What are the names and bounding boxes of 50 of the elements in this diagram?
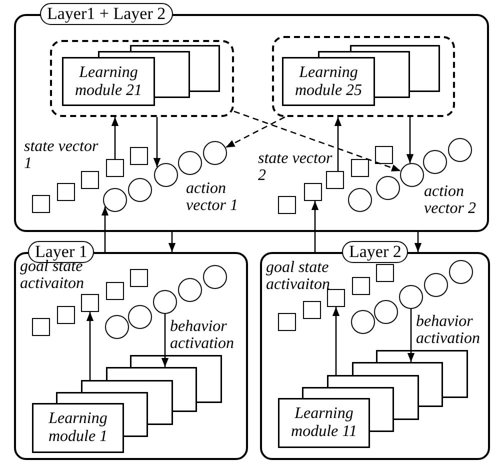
state-unit-square [81,294,99,312]
state-unit-square [303,301,321,319]
state-unit-square [351,159,369,177]
state-unit-square [32,318,50,336]
state-unit-square [57,183,75,201]
module-name: Learning module 25 [294,64,364,100]
vector-label: state vector 1 [24,138,100,172]
arrow [101,206,109,252]
module-group [272,36,455,117]
layer-title: Layer 1 [28,241,94,263]
state-unit-square [304,183,322,201]
arrow [414,232,422,252]
vector-label: behavior activation [416,313,481,347]
vector-label: state vector 2 [258,150,334,184]
layer-title: Layer 2 [342,241,408,263]
arrow [86,312,94,380]
module-name: Learning module 11 [290,405,358,441]
arrow [311,201,319,252]
state-unit-square [375,146,393,164]
state-unit-square [32,195,50,213]
state-unit-square [130,147,148,165]
dashed-arrow [225,116,286,148]
state-unit-square [81,171,99,189]
state-unit-square [57,306,75,324]
arrow [161,314,169,367]
state-unit-square [352,277,370,295]
arrow [407,309,415,362]
arrow [111,117,119,159]
state-unit-square [278,196,296,214]
arrow [153,117,161,168]
vector-label: goal state activaiton [266,259,331,293]
layer-title: Layer1 + Layer 2 [40,3,173,25]
state-unit-square [327,289,345,307]
state-unit-square [106,282,124,300]
state-unit-square [326,171,344,189]
vector-label: behavior activation [170,318,235,352]
arrow [332,307,340,375]
state-unit-square [278,313,296,331]
module-name: Learning module 1 [47,410,109,446]
vector-label: action vector 1 [186,180,239,214]
arrow [168,232,176,252]
dashed-arrow [234,110,401,172]
state-unit-square [130,269,148,287]
module-name: Learning module 21 [74,64,144,100]
arrow [334,117,342,171]
arrow [406,117,414,164]
vector-label: action vector 2 [424,183,477,217]
state-unit-square [376,264,394,282]
state-unit-square [106,159,124,177]
module-group [50,40,234,117]
